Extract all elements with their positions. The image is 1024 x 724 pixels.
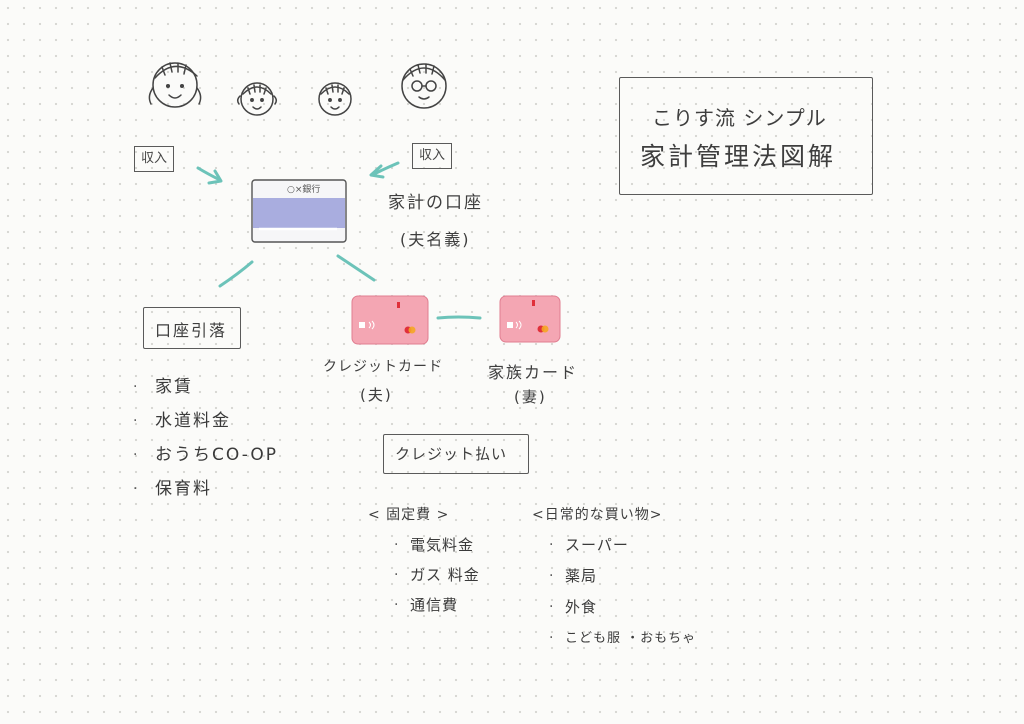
direct-debit-label: 口座引落 — [155, 321, 228, 340]
income-tag-left: 収入 — [134, 146, 175, 172]
father-face-icon — [401, 63, 447, 109]
family-card-wife-icon — [499, 295, 561, 343]
credit-payment-label: クレジット払い — [395, 445, 508, 463]
bank-account-holder: (夫名義) — [400, 230, 471, 249]
list-item: ·こども服 ・おもちゃ — [549, 630, 697, 646]
income-tag-right: 収入 — [412, 143, 453, 169]
list-item: ·薬局 — [549, 567, 598, 585]
credit-payment-box — [383, 434, 529, 474]
income-arrow-left — [196, 166, 223, 185]
list-item: ·電気料金 — [394, 536, 475, 554]
mother-face-icon — [148, 62, 202, 108]
list-item: ·ガス 料金 — [394, 566, 480, 584]
credit-card-husband-icon — [351, 295, 429, 345]
list-item: ·水道料金 — [133, 411, 231, 431]
connector-cards — [436, 315, 482, 320]
list-item: ·保育料 — [133, 479, 212, 499]
family-card-label: 家族カード — [488, 363, 579, 382]
connector-bank-to-direct-debit — [218, 260, 254, 288]
list-item: ·スーパー — [549, 536, 629, 554]
title-box — [619, 77, 873, 195]
bank-card-icon — [251, 179, 347, 243]
child-face-icon-2 — [318, 82, 352, 116]
income-arrow-right — [369, 161, 400, 179]
daily-shopping-list: ·スーパー ·薬局 ·外食 ·こども服 ・おもちゃ — [549, 530, 697, 654]
child-face-icon — [236, 82, 278, 116]
credit-card-husband-label: クレジットカード — [323, 359, 443, 375]
connector-bank-to-credit-card — [336, 254, 376, 282]
direct-debit-box — [143, 307, 241, 349]
direct-debit-list: ·家賃 ·水道料金 ·おうちCO-OP ·保育料 — [133, 370, 278, 506]
family-card-sublabel: (妻) — [514, 388, 547, 406]
bank-account-label: 家計の口座 — [388, 193, 483, 213]
credit-card-husband-sublabel: (夫) — [360, 386, 393, 404]
list-item: ·通信費 — [394, 596, 459, 614]
fixed-cost-heading: < 固定費 > — [368, 507, 450, 523]
list-item: ·外食 — [549, 598, 598, 616]
list-item: ·家賃 — [133, 377, 193, 397]
bank-card-label: ○×銀行 — [287, 185, 321, 195]
fixed-cost-list: ·電気料金 ·ガス 料金 ·通信費 — [394, 530, 480, 620]
list-item: ·おうちCO-OP — [133, 445, 278, 465]
title-line-2: 家計管理法図解 — [640, 142, 837, 171]
title-line-1: こりす流 シンプル — [652, 106, 827, 130]
daily-shopping-heading: <日常的な買い物> — [532, 507, 663, 523]
